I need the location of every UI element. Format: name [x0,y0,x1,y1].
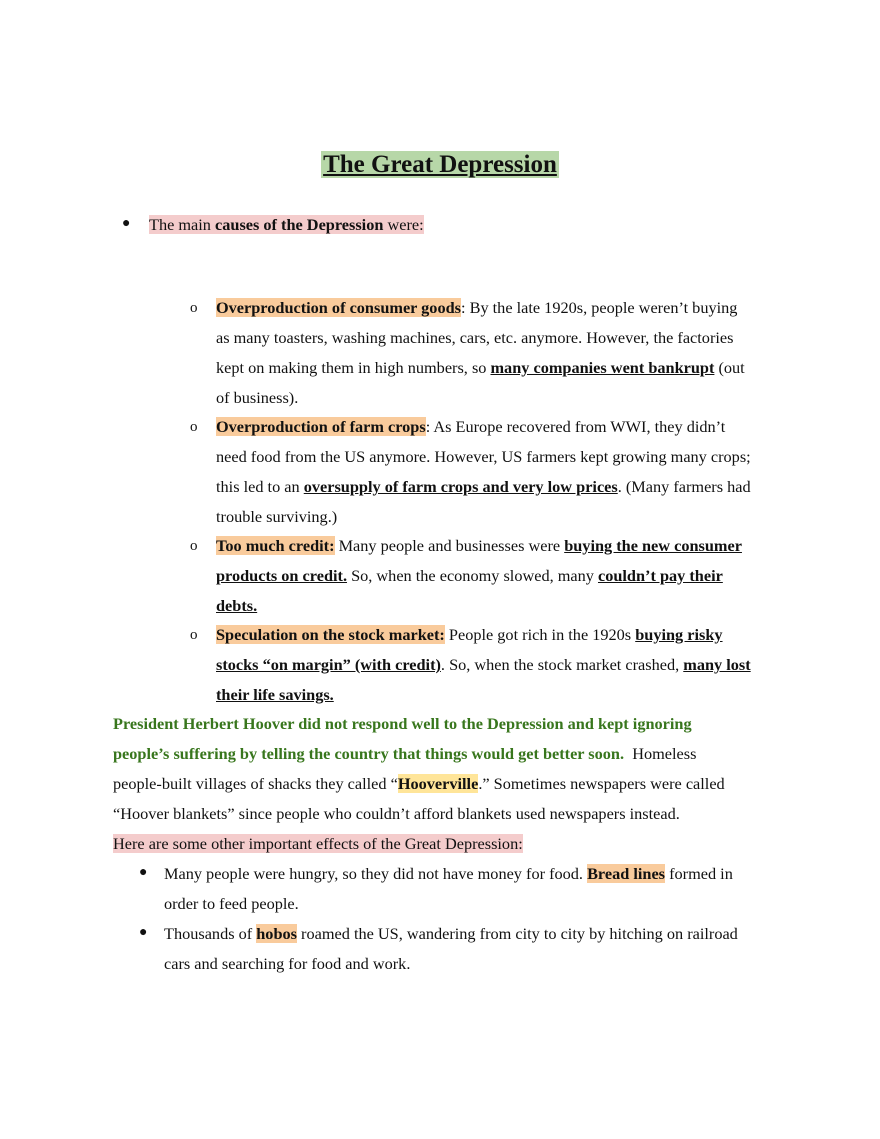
hooverville-term: Hooverville [397,774,479,793]
cause-term: Too much credit: [216,536,335,555]
causes-intro: The main causes of the Depression were: [149,210,424,240]
sub-bullet-icon: o [190,538,198,554]
page-title-text: The Great Depression [321,151,559,178]
effect-bread-lines-line2: order to feed people. [164,889,299,919]
effect-text: cars and searching for food and work. [164,954,411,973]
cause-emphasis: debts. [216,596,258,615]
hoover-line4: “Hoover blankets” since people who could… [113,799,680,829]
cause-text: . So, when the stock market crashed, [440,655,684,674]
effect-text: order to feed people. [164,894,299,913]
hoover-text: .” Sometimes newspapers were called [478,774,725,793]
cause-consumer-goods-line3: kept on making them in high numbers, so … [216,353,745,383]
hoover-green-text: President Herbert Hoover did not respond… [113,714,692,733]
effect-hobos-line1: Thousands of hobos roamed the US, wander… [164,919,738,949]
cause-farm-crops-line1: Overproduction of farm crops: As Europe … [216,412,725,442]
cause-text: (out [714,358,745,377]
hoover-line3: people-built villages of shacks they cal… [113,769,725,799]
hoover-green-text: people’s suffering by telling the countr… [113,744,625,763]
cause-text: Many people and businesses were [334,536,565,555]
cause-consumer-goods-line2: as many toasters, washing machines, cars… [216,323,733,353]
cause-emphasis: their life savings. [216,685,334,704]
effect-bread-lines-line1: Many people were hungry, so they did not… [164,859,733,889]
effect-text: Thousands of [164,924,257,943]
effect-term: Bread lines [587,864,666,883]
sub-bullet-icon: o [190,627,198,643]
effects-heading-text: Here are some other important effects of… [113,834,523,853]
cause-credit-line3: debts. [216,591,257,621]
cause-term: Speculation on the stock market: [216,625,445,644]
effect-term: hobos [256,924,297,943]
cause-speculation-line2: stocks “on margin” (with credit). So, wh… [216,650,751,680]
cause-text: need food from the US anymore. However, … [216,447,751,466]
cause-emphasis: products on credit. [216,566,348,585]
intro-prefix: The main [149,215,216,234]
cause-consumer-goods-line1: Overproduction of consumer goods: By the… [216,293,737,323]
page-title: The Great Depression [0,148,880,182]
cause-credit-line1: Too much credit: Many people and busines… [216,531,742,561]
cause-term: Overproduction of consumer goods [216,298,461,317]
cause-emphasis: many companies went bankrupt [490,358,715,377]
effect-text: Many people were hungry, so they did not… [164,864,588,883]
cause-text: People got rich in the 1920s [444,625,636,644]
cause-farm-crops-line4: trouble surviving.) [216,502,337,532]
cause-text: trouble surviving.) [216,507,338,526]
cause-consumer-goods-line4: of business). [216,383,298,413]
bullet-icon: ● [139,925,148,940]
effect-hobos-line2: cars and searching for food and work. [164,949,410,979]
effect-text: roamed the US, wandering from city to ci… [296,924,738,943]
cause-text: this led to an [216,477,304,496]
cause-credit-line2: products on credit. So, when the economy… [216,561,723,591]
bullet-icon: ● [139,865,148,880]
cause-text: : As Europe recovered from WWI, they did… [425,417,726,436]
cause-emphasis: buying the new consumer [564,536,742,555]
cause-emphasis: buying risky [635,625,723,644]
cause-text: So, when the economy slowed, many [347,566,598,585]
effects-heading: Here are some other important effects of… [113,829,523,859]
intro-bold: causes of the Depression [215,215,384,234]
sub-bullet-icon: o [190,419,198,435]
cause-text: of business). [216,388,299,407]
cause-text: as many toasters, washing machines, cars… [216,328,734,347]
cause-speculation-line1: Speculation on the stock market: People … [216,620,723,650]
hoover-line2: people’s suffering by telling the countr… [113,739,696,769]
cause-farm-crops-line3: this led to an oversupply of farm crops … [216,472,751,502]
cause-text: kept on making them in high numbers, so [216,358,491,377]
effect-text: formed in [665,864,733,883]
cause-emphasis: many lost [683,655,751,674]
cause-term: Overproduction of farm crops [216,417,426,436]
cause-text: . (Many farmers had [617,477,751,496]
cause-emphasis: couldn’t pay their [597,566,723,585]
cause-emphasis: oversupply of farm crops and very low pr… [303,477,618,496]
hoover-text: Homeless [624,744,697,763]
cause-speculation-line3: their life savings. [216,680,334,710]
cause-text: : By the late 1920s, people weren’t buyi… [460,298,738,317]
bullet-icon: ● [122,216,131,231]
cause-farm-crops-line2: need food from the US anymore. However, … [216,442,751,472]
sub-bullet-icon: o [190,300,198,316]
hoover-text: “Hoover blankets” since people who could… [113,804,680,823]
hoover-text: people-built villages of shacks they cal… [113,774,398,793]
cause-emphasis: stocks “on margin” (with credit) [216,655,441,674]
intro-suffix: were: [383,215,424,234]
hoover-line1: President Herbert Hoover did not respond… [113,709,692,739]
